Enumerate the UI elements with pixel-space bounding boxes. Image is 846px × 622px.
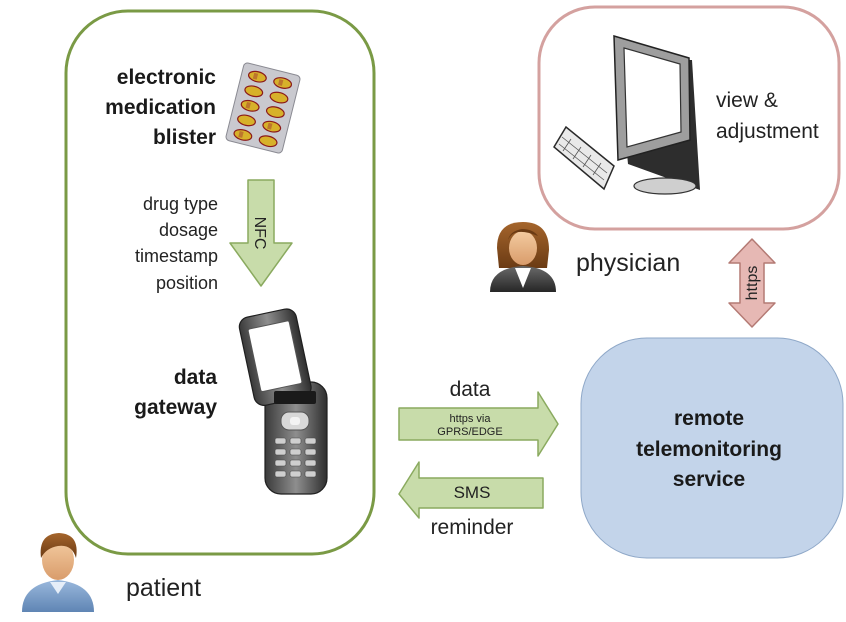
data-arrow-detail-line-2: GPRS/EDGE (437, 426, 502, 438)
blister-label-line-1: electronic (117, 66, 217, 89)
nfc-field-dosage: dosage (159, 220, 218, 240)
sms-arrow-caption: reminder (431, 516, 514, 539)
physician-box-label-line-1: view & (716, 89, 778, 112)
physician-box-label-line-2: adjustment (716, 120, 819, 143)
blister-label-line-2: medication (105, 96, 216, 119)
data-arrow-title: data (450, 378, 491, 401)
gateway-label-line-1: data (174, 366, 218, 389)
medication-blister-icon (225, 62, 301, 154)
data-arrow (398, 391, 559, 457)
nfc-arrow (229, 179, 293, 287)
sms-arrow (398, 461, 544, 519)
service-label-line-2: telemonitoring (636, 438, 782, 461)
service-label-line-1: remote (674, 407, 744, 430)
gateway-label-line-2: gateway (134, 396, 217, 419)
https-arrow (728, 238, 776, 328)
desktop-computer-icon (553, 34, 700, 195)
blister-label-line-3: blister (153, 126, 216, 149)
nfc-field-drug-type: drug type (143, 194, 218, 214)
patient-label: patient (126, 574, 201, 602)
patient-avatar-icon (22, 533, 94, 612)
service-label-line-3: service (673, 468, 745, 491)
nfc-field-timestamp: timestamp (135, 246, 218, 266)
data-arrow-detail-line-1: https via (450, 413, 492, 425)
nfc-arrow-label: NFC (251, 217, 268, 250)
physician-label: physician (576, 249, 680, 277)
https-arrow-label: https (744, 266, 761, 301)
service-box (580, 337, 844, 559)
physician-avatar-icon (490, 222, 556, 292)
nfc-field-position: position (156, 273, 218, 293)
patient-box (64, 9, 376, 556)
sms-arrow-label: SMS (454, 483, 491, 502)
mobile-phone-icon (238, 308, 328, 495)
